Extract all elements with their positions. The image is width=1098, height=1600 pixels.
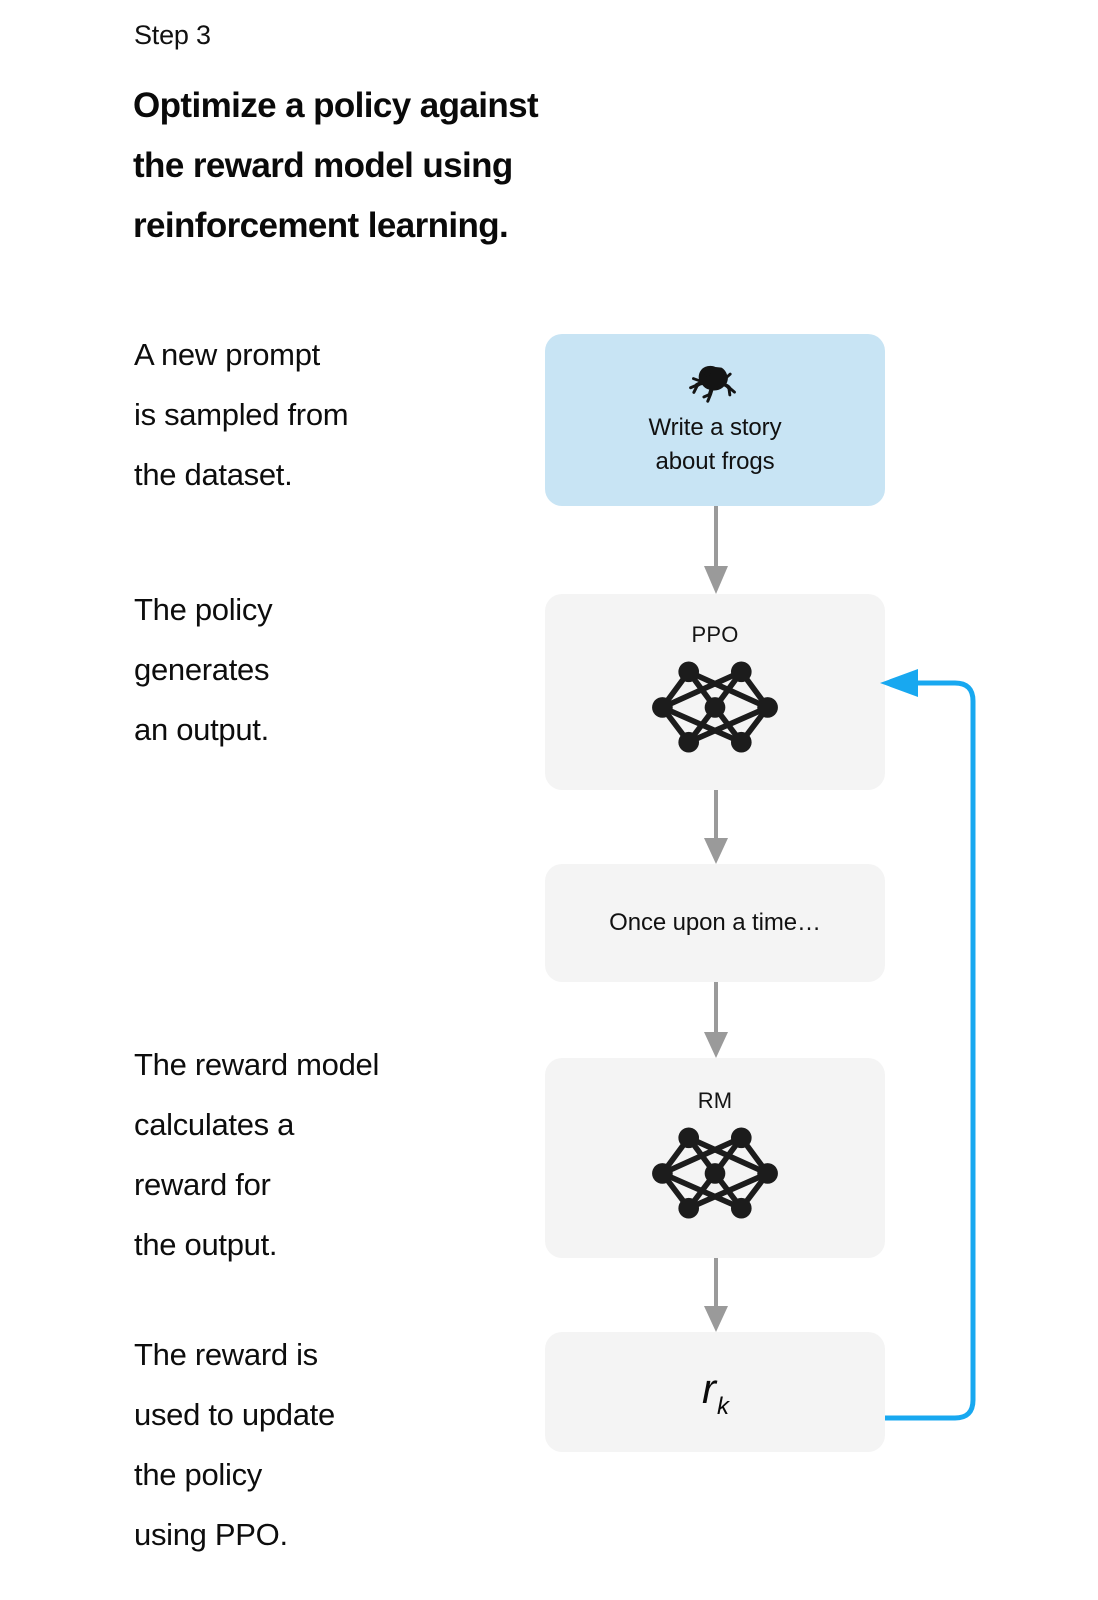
- frog-icon: [689, 365, 736, 403]
- annotation-line: The reward model: [134, 1047, 380, 1082]
- annotation-line: used to update: [134, 1397, 335, 1432]
- neural-network-icon: [652, 661, 778, 753]
- annotation-line: generates: [134, 652, 270, 687]
- annotation-line: the output.: [134, 1227, 278, 1262]
- annotation-line: using PPO.: [134, 1517, 288, 1552]
- annotation-prompt-sampling: A new prompt is sampled from the dataset…: [134, 325, 554, 505]
- annotation-line: is sampled from: [134, 397, 349, 432]
- annotation-policy-generation: The policy generates an output.: [134, 580, 554, 760]
- reward-formula: rk: [702, 1364, 729, 1420]
- output-text: Once upon a time…: [609, 909, 821, 936]
- connector-arrow-output-to-reward-model: [698, 982, 734, 1058]
- prompt-text-line: about frogs: [655, 448, 775, 475]
- prompt-card: Write a story about frogs: [545, 334, 885, 506]
- page-title: Optimize a policy against the reward mod…: [133, 76, 733, 256]
- connector-arrow-reward-model-to-reward: [698, 1258, 734, 1332]
- annotation-line: The policy: [134, 592, 273, 627]
- annotation-line: The reward is: [134, 1337, 318, 1372]
- output-card: Once upon a time…: [545, 864, 885, 982]
- annotation-line: the policy: [134, 1457, 262, 1492]
- reward-card: rk: [545, 1332, 885, 1452]
- annotation-line: an output.: [134, 712, 269, 747]
- prompt-text: Write a story about frogs: [649, 411, 782, 479]
- step-label: Step 3: [134, 20, 211, 50]
- policy-label: PPO: [691, 622, 739, 647]
- annotation-reward-calculation: The reward model calculates a reward for…: [134, 1035, 554, 1275]
- policy-card: PPO: [545, 594, 885, 790]
- headline-line-1: Optimize a policy against: [133, 86, 539, 125]
- annotation-line: calculates a: [134, 1107, 295, 1142]
- headline-line-3: reinforcement learning.: [133, 206, 509, 245]
- annotation-policy-update: The reward is used to update the policy …: [134, 1325, 554, 1565]
- prompt-text-line: Write a story: [648, 414, 782, 441]
- annotation-line: A new prompt: [134, 337, 320, 372]
- reward-subscript: k: [717, 1392, 729, 1420]
- reward-model-card: RM: [545, 1058, 885, 1258]
- neural-network-icon: [652, 1127, 778, 1219]
- reward-symbol: r: [702, 1364, 716, 1412]
- annotation-line: the dataset.: [134, 457, 293, 492]
- annotation-line: reward for: [134, 1167, 271, 1202]
- headline-line-2: the reward model using: [133, 146, 513, 185]
- connector-arrow-policy-to-output: [698, 790, 734, 864]
- connector-arrow-prompt-to-policy: [698, 506, 734, 594]
- reward-model-label: RM: [697, 1088, 733, 1113]
